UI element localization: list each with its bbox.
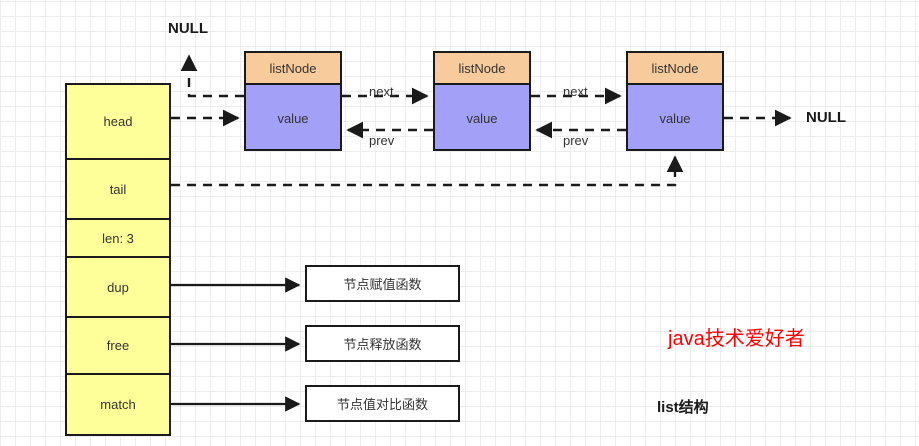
list-node-2: listNode value <box>433 51 531 151</box>
list-node-2-header: listNode <box>435 53 529 85</box>
edge-label-prev-1: prev <box>369 133 395 148</box>
function-box-match-label: 节点值对比函数 <box>336 397 428 412</box>
edge-label-prev-2: prev <box>563 133 589 148</box>
null-terminator-tail: NULL <box>806 109 846 126</box>
list-node-1: listNode value <box>244 51 342 151</box>
function-box-dup-label: 节点赋值函数 <box>343 277 422 292</box>
list-node-3-value: value <box>659 110 691 126</box>
struct-field-free: free <box>67 316 169 373</box>
struct-field-dup-label: dup <box>107 279 129 295</box>
function-box-free: 节点释放函数 <box>305 325 460 362</box>
list-node-3-header: listNode <box>628 53 722 85</box>
struct-field-tail-label: tail <box>109 181 127 197</box>
edge-tail-to-node3 <box>171 155 684 187</box>
struct-field-len-label: len: 3 <box>102 230 134 246</box>
list-node-1-value: value <box>277 110 309 126</box>
null-terminator-head: NULL <box>168 20 208 37</box>
list-node-1-header: listNode <box>246 53 340 85</box>
struct-field-tail: tail <box>67 158 169 218</box>
edge-label-next-2: next <box>563 84 588 99</box>
struct-field-dup: dup <box>67 256 169 316</box>
list-struct-box: head tail len: 3 dup free match <box>65 83 171 436</box>
edge-label-next-1: next <box>369 84 394 99</box>
list-node-2-value: value <box>466 110 498 126</box>
function-box-dup: 节点赋值函数 <box>305 265 460 302</box>
struct-field-len: len: 3 <box>67 218 169 256</box>
function-box-free-label: 节点释放函数 <box>343 337 422 352</box>
struct-field-match: match <box>67 373 169 434</box>
function-box-match: 节点值对比函数 <box>305 385 460 422</box>
list-node-3: listNode value <box>626 51 724 151</box>
watermark-text: java技术爱好者 <box>668 328 805 350</box>
edge-node1-prev-null <box>180 54 244 98</box>
struct-field-match-label: match <box>100 397 136 412</box>
struct-field-free-label: free <box>106 338 130 353</box>
diagram-caption: list结构 <box>657 399 709 416</box>
struct-field-head: head <box>67 85 169 158</box>
struct-field-head-label: head <box>103 114 133 129</box>
